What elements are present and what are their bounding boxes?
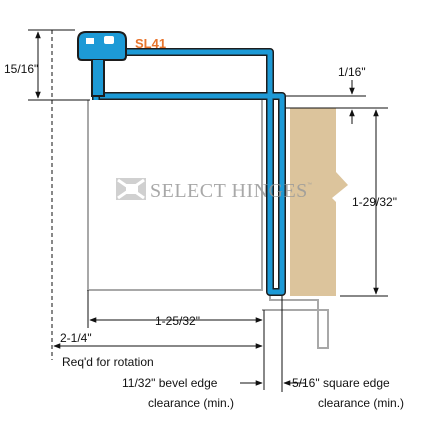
dim-edge-clearance — [240, 296, 306, 392]
dim-top-gap-label: 1/16" — [338, 65, 366, 79]
bevel-clearance-line2: clearance (min.) — [148, 396, 234, 410]
door-panel — [290, 108, 348, 296]
square-clearance-line1: 5/16" square edge — [292, 376, 390, 390]
dim-hinge-height — [28, 29, 90, 101]
dim-inner-width — [87, 290, 265, 390]
model-label: SL41 — [135, 36, 166, 51]
frame-outline — [87, 98, 329, 349]
dim-hinge-height-label: 15/16" — [4, 62, 38, 76]
dim-top-gap — [286, 80, 388, 124]
dim-inner-width-label: 1-25/32" — [155, 314, 200, 328]
bevel-clearance-line1: 11/32" bevel edge — [122, 376, 218, 390]
brand-name: SELECT HINGES — [150, 180, 308, 202]
dim-overall-width-label: 2-1/4" — [60, 331, 92, 345]
dim-door-height-label: 1-29/32" — [352, 195, 397, 209]
brand-watermark: SELECT HINGES ™ — [116, 178, 312, 202]
dim-door-height — [340, 109, 388, 297]
rotation-note: Req'd for rotation — [62, 355, 154, 369]
continuous-hinge — [77, 31, 286, 296]
square-clearance-line2: clearance (min.) — [318, 396, 404, 410]
brand-trademark: ™ — [307, 182, 312, 188]
